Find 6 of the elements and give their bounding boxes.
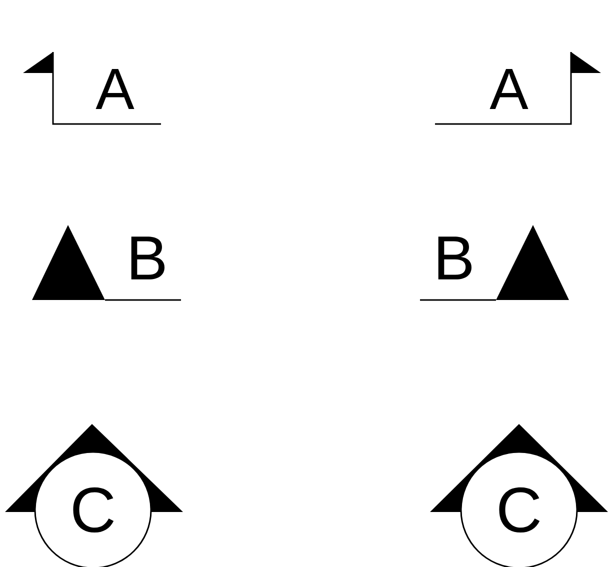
node-label: C bbox=[499, 487, 540, 533]
node-label: C bbox=[73, 487, 114, 533]
section-letter: A bbox=[490, 69, 528, 109]
section-letter: B bbox=[131, 236, 164, 280]
section-letter: B bbox=[438, 236, 472, 280]
section-letter: A bbox=[96, 69, 134, 109]
